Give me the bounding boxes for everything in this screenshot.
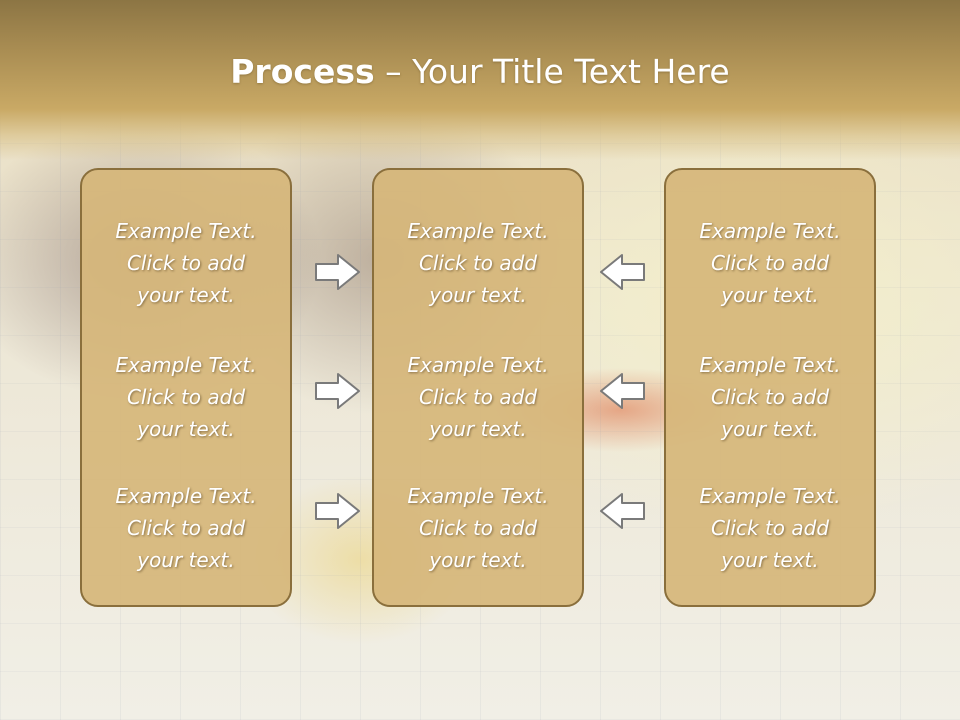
text-block[interactable]: Example Text. Click to add your text. xyxy=(666,349,874,445)
arrow-right-icon xyxy=(314,371,362,411)
text-line: your text. xyxy=(429,417,527,441)
text-block[interactable]: Example Text. Click to add your text. xyxy=(82,480,290,576)
text-line: Example Text. xyxy=(699,219,841,243)
text-line: Example Text. xyxy=(115,219,257,243)
text-line: your text. xyxy=(721,417,819,441)
text-line: Click to add xyxy=(418,516,538,540)
text-line: Click to add xyxy=(126,516,246,540)
process-box-center[interactable]: Example Text. Click to add your text. Ex… xyxy=(372,168,584,607)
text-line: your text. xyxy=(137,548,235,572)
text-line: your text. xyxy=(721,283,819,307)
text-line: Example Text. xyxy=(115,353,257,377)
text-block[interactable]: Example Text. Click to add your text. xyxy=(374,215,582,311)
text-line: Example Text. xyxy=(115,484,257,508)
arrow-left-icon xyxy=(598,252,646,292)
text-line: Click to add xyxy=(710,251,830,275)
arrow-left-icon xyxy=(598,491,646,531)
text-line: your text. xyxy=(137,283,235,307)
text-line: Example Text. xyxy=(407,353,549,377)
text-line: Click to add xyxy=(126,251,246,275)
title-rest: – Your Title Text Here xyxy=(374,52,730,91)
process-box-left[interactable]: Example Text. Click to add your text. Ex… xyxy=(80,168,292,607)
text-block[interactable]: Example Text. Click to add your text. xyxy=(374,480,582,576)
arrow-right-icon xyxy=(314,252,362,292)
text-line: Click to add xyxy=(418,251,538,275)
text-block[interactable]: Example Text. Click to add your text. xyxy=(82,349,290,445)
slide-title[interactable]: Process – Your Title Text Here xyxy=(0,52,960,91)
text-line: your text. xyxy=(429,548,527,572)
text-line: your text. xyxy=(429,283,527,307)
title-bold: Process xyxy=(230,52,375,91)
text-line: Click to add xyxy=(418,385,538,409)
text-line: your text. xyxy=(137,417,235,441)
text-line: your text. xyxy=(721,548,819,572)
title-banner xyxy=(0,0,960,160)
text-line: Example Text. xyxy=(699,353,841,377)
text-line: Click to add xyxy=(710,385,830,409)
text-line: Example Text. xyxy=(407,484,549,508)
text-block[interactable]: Example Text. Click to add your text. xyxy=(374,349,582,445)
text-line: Click to add xyxy=(126,385,246,409)
text-block[interactable]: Example Text. Click to add your text. xyxy=(666,215,874,311)
text-block[interactable]: Example Text. Click to add your text. xyxy=(82,215,290,311)
arrow-left-icon xyxy=(598,371,646,411)
arrow-right-icon xyxy=(314,491,362,531)
text-line: Example Text. xyxy=(407,219,549,243)
text-line: Click to add xyxy=(710,516,830,540)
text-block[interactable]: Example Text. Click to add your text. xyxy=(666,480,874,576)
text-line: Example Text. xyxy=(699,484,841,508)
process-box-right[interactable]: Example Text. Click to add your text. Ex… xyxy=(664,168,876,607)
